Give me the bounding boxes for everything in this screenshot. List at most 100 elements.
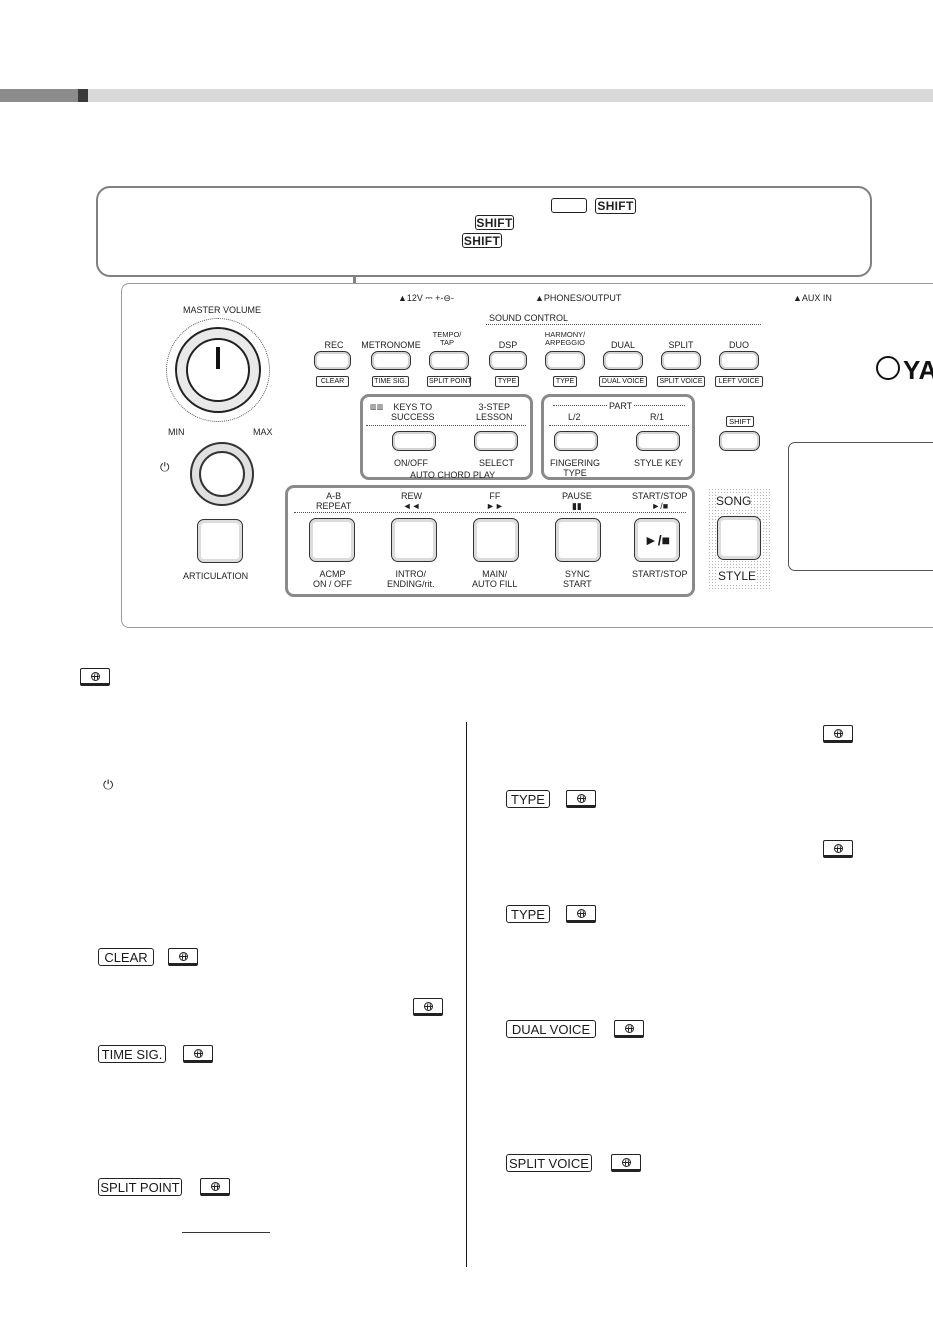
start-stop-label: START/STOP ►/■ bbox=[632, 491, 688, 512]
split-voice-tag: SPLIT VOICE bbox=[657, 376, 705, 387]
articulation-label: ARTICULATION bbox=[183, 571, 249, 581]
dual-button[interactable] bbox=[603, 351, 643, 370]
dual-voice-tag: DUAL VOICE bbox=[599, 376, 647, 387]
power-icon: ⏻ bbox=[103, 777, 114, 792]
part-l2-button[interactable] bbox=[554, 431, 598, 451]
sync-start-label: SYNC START bbox=[563, 569, 592, 590]
time-sig-tag: TIME SIG. bbox=[98, 1045, 166, 1063]
split-label: SPLIT bbox=[668, 340, 694, 350]
acmp-button[interactable] bbox=[309, 518, 355, 562]
split-voice-tag: SPLIT VOICE bbox=[506, 1154, 592, 1172]
callout-box: SHIFT SHIFT SHIFT bbox=[96, 186, 872, 277]
yamaha-emblem-icon bbox=[876, 356, 900, 380]
rew-label: REW ◄◄ bbox=[401, 491, 422, 512]
type-tag: TYPE bbox=[553, 376, 577, 387]
web-globe-icon bbox=[823, 725, 853, 743]
main-auto-fill-label: MAIN/ AUTO FILL bbox=[472, 569, 518, 590]
three-step-lesson-label: 3-STEP LESSON bbox=[476, 402, 513, 423]
intro-ending-label: INTRO/ ENDING/rit. bbox=[387, 569, 435, 590]
aux-in-label: ▲AUX IN bbox=[793, 293, 832, 303]
style-key-label: STYLE KEY bbox=[634, 458, 684, 468]
song-style-button[interactable] bbox=[717, 516, 761, 560]
intro-ending-button[interactable] bbox=[391, 518, 437, 562]
clear-tag: CLEAR bbox=[316, 376, 349, 387]
header-bar-light bbox=[88, 89, 933, 102]
part-label: PART bbox=[607, 401, 635, 412]
duo-button[interactable] bbox=[719, 351, 759, 370]
start-stop-button[interactable]: ►/■ bbox=[634, 518, 680, 562]
part-group-box bbox=[541, 394, 695, 480]
web-globe-icon bbox=[80, 668, 110, 686]
style-label: STYLE bbox=[718, 569, 757, 584]
text-underline bbox=[182, 1232, 270, 1233]
harmony-arpeggio-button[interactable] bbox=[545, 351, 585, 370]
lesson-divider bbox=[366, 425, 526, 426]
power-in-label: ▲12V ⎓ +-⊖- bbox=[398, 293, 454, 303]
header-bar-gray bbox=[0, 89, 78, 102]
main-auto-fill-button[interactable] bbox=[473, 518, 519, 562]
harmony-arpeggio-label: HARMONY/ ARPEGGIO bbox=[544, 330, 586, 348]
part-divider bbox=[549, 425, 689, 426]
brand-logo: YA bbox=[903, 355, 933, 385]
metronome-label: METRONOME bbox=[361, 340, 421, 350]
left-voice-tag: LEFT VOICE bbox=[715, 376, 763, 387]
rec-button[interactable] bbox=[314, 351, 351, 370]
sync-start-button[interactable] bbox=[555, 518, 601, 562]
dsp-label: DSP bbox=[498, 340, 518, 350]
time-sig-tag: TIME SIG. bbox=[372, 376, 409, 387]
dual-voice-tag: DUAL VOICE bbox=[506, 1020, 596, 1038]
web-globe-icon bbox=[168, 948, 198, 966]
master-volume-label: MASTER VOLUME bbox=[183, 305, 262, 315]
min-label: MIN bbox=[168, 427, 185, 437]
blank-key-icon bbox=[551, 198, 587, 213]
on-off-label: ON/OFF bbox=[394, 458, 428, 468]
three-step-lesson-button[interactable] bbox=[474, 431, 518, 451]
type-tag: TYPE bbox=[495, 376, 519, 387]
type-tag: TYPE bbox=[506, 905, 550, 923]
shift-key-icon: SHIFT bbox=[462, 233, 502, 248]
power-icon: ⏻ bbox=[160, 460, 170, 474]
web-globe-icon bbox=[413, 998, 443, 1016]
dsp-button[interactable] bbox=[489, 351, 527, 370]
web-globe-icon bbox=[611, 1154, 641, 1172]
auto-chord-play-label: AUTO CHORD PLAY bbox=[410, 470, 496, 480]
tempo-tap-label: TEMPO/ TAP bbox=[432, 330, 462, 348]
dual-label: DUAL bbox=[610, 340, 635, 350]
part-r1-button[interactable] bbox=[636, 431, 680, 451]
clear-tag: CLEAR bbox=[98, 948, 154, 966]
rec-label: REC bbox=[324, 340, 344, 350]
shift-tag: SHIFT bbox=[726, 416, 754, 427]
sound-control-label: SOUND CONTROL bbox=[489, 313, 569, 323]
pause-label: PAUSE ▮▮ bbox=[562, 491, 592, 512]
keys-to-success-button[interactable] bbox=[392, 431, 436, 451]
shift-key-icon: SHIFT bbox=[595, 198, 636, 214]
type-tag: TYPE bbox=[506, 790, 550, 808]
metronome-button[interactable] bbox=[371, 351, 411, 370]
shift-key-icon: SHIFT bbox=[475, 215, 514, 230]
keys-to-success-label: KEYS TO SUCCESS bbox=[391, 402, 435, 423]
ab-repeat-label: A-B REPEAT bbox=[316, 491, 352, 512]
fingering-type-label: FINGERING TYPE bbox=[550, 458, 601, 479]
lcd-display bbox=[788, 442, 933, 571]
split-point-tag: SPLIT POINT bbox=[427, 376, 472, 387]
max-label: MAX bbox=[253, 427, 273, 437]
web-globe-icon bbox=[566, 790, 596, 808]
select-label: SELECT bbox=[479, 458, 515, 468]
web-globe-icon bbox=[823, 840, 853, 858]
split-button[interactable] bbox=[661, 351, 701, 370]
keyboard-icon: ▥▥ bbox=[370, 404, 384, 411]
ff-label: FF ►► bbox=[486, 491, 504, 512]
articulation-button[interactable] bbox=[197, 519, 243, 563]
web-globe-icon bbox=[183, 1045, 213, 1063]
transport-group-box bbox=[285, 485, 695, 597]
r1-label: R/1 bbox=[650, 412, 665, 422]
song-label: SONG bbox=[716, 494, 752, 509]
volume-scale bbox=[166, 318, 270, 422]
power-button-center bbox=[199, 451, 245, 497]
tempo-tap-button[interactable] bbox=[429, 351, 469, 370]
start-stop-bottom-label: START/STOP bbox=[632, 569, 688, 579]
shift-button[interactable] bbox=[719, 431, 760, 451]
split-point-tag: SPLIT POINT bbox=[98, 1178, 182, 1196]
duo-label: DUO bbox=[729, 340, 749, 350]
column-divider bbox=[466, 722, 467, 1267]
